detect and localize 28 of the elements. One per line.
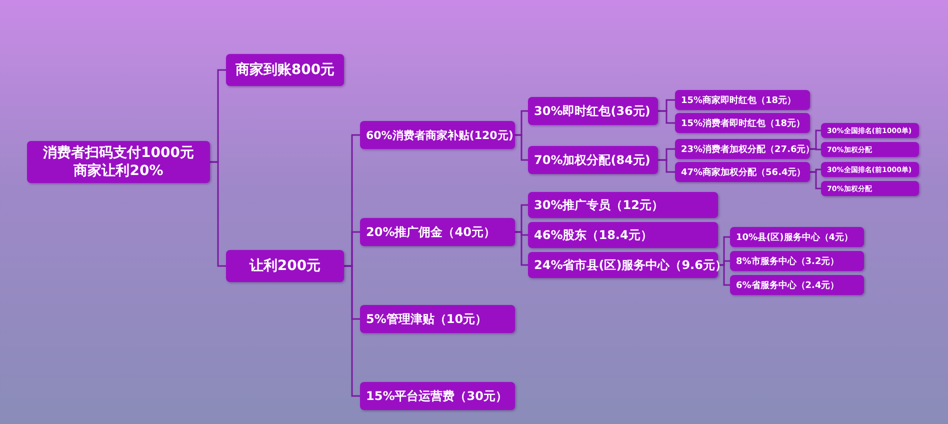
process-box: 60%消费者商家补贴(120元)	[360, 121, 515, 149]
process-box: 46%股东（18.4元）	[528, 222, 718, 248]
connector-line	[658, 110, 675, 124]
process-box: 30%推广专员（12元）	[528, 192, 718, 218]
process-box: 让利200元	[226, 250, 344, 282]
connector-line	[658, 159, 675, 173]
process-box: 5%管理津贴（10元）	[360, 305, 515, 333]
process-box: 15%平台运营费（30元）	[360, 382, 515, 410]
process-box: 30%即时红包(36元)	[528, 97, 658, 125]
connector-line	[515, 134, 528, 161]
process-box: 10%县(区)服务中心（4元）	[730, 227, 864, 247]
process-box: 70%加权分配(84元)	[528, 146, 658, 174]
connector-line	[344, 265, 360, 397]
process-box: 47%商家加权分配（56.4元）	[675, 162, 810, 182]
connector-line	[210, 161, 226, 267]
process-box: 商家到账800元	[226, 54, 344, 86]
connector-line	[810, 148, 821, 150]
connector-line	[718, 264, 730, 286]
connector-line	[515, 231, 528, 266]
process-box: 15%消费者即时红包（18元）	[675, 113, 810, 133]
process-box: 8%市服务中心（3.2元）	[730, 251, 864, 271]
process-box: 15%商家即时红包（18元）	[675, 90, 810, 110]
process-box: 消费者扫码支付1000元 商家让利20%	[27, 141, 210, 183]
process-box: 20%推广佣金（40元）	[360, 218, 515, 246]
process-box: 23%消费者加权分配（27.6元）	[675, 139, 810, 159]
process-box: 24%省市县(区)服务中心（9.6元）	[528, 252, 718, 278]
connector-line	[810, 171, 821, 190]
process-box: 6%省服务中心（2.4元）	[730, 275, 864, 295]
